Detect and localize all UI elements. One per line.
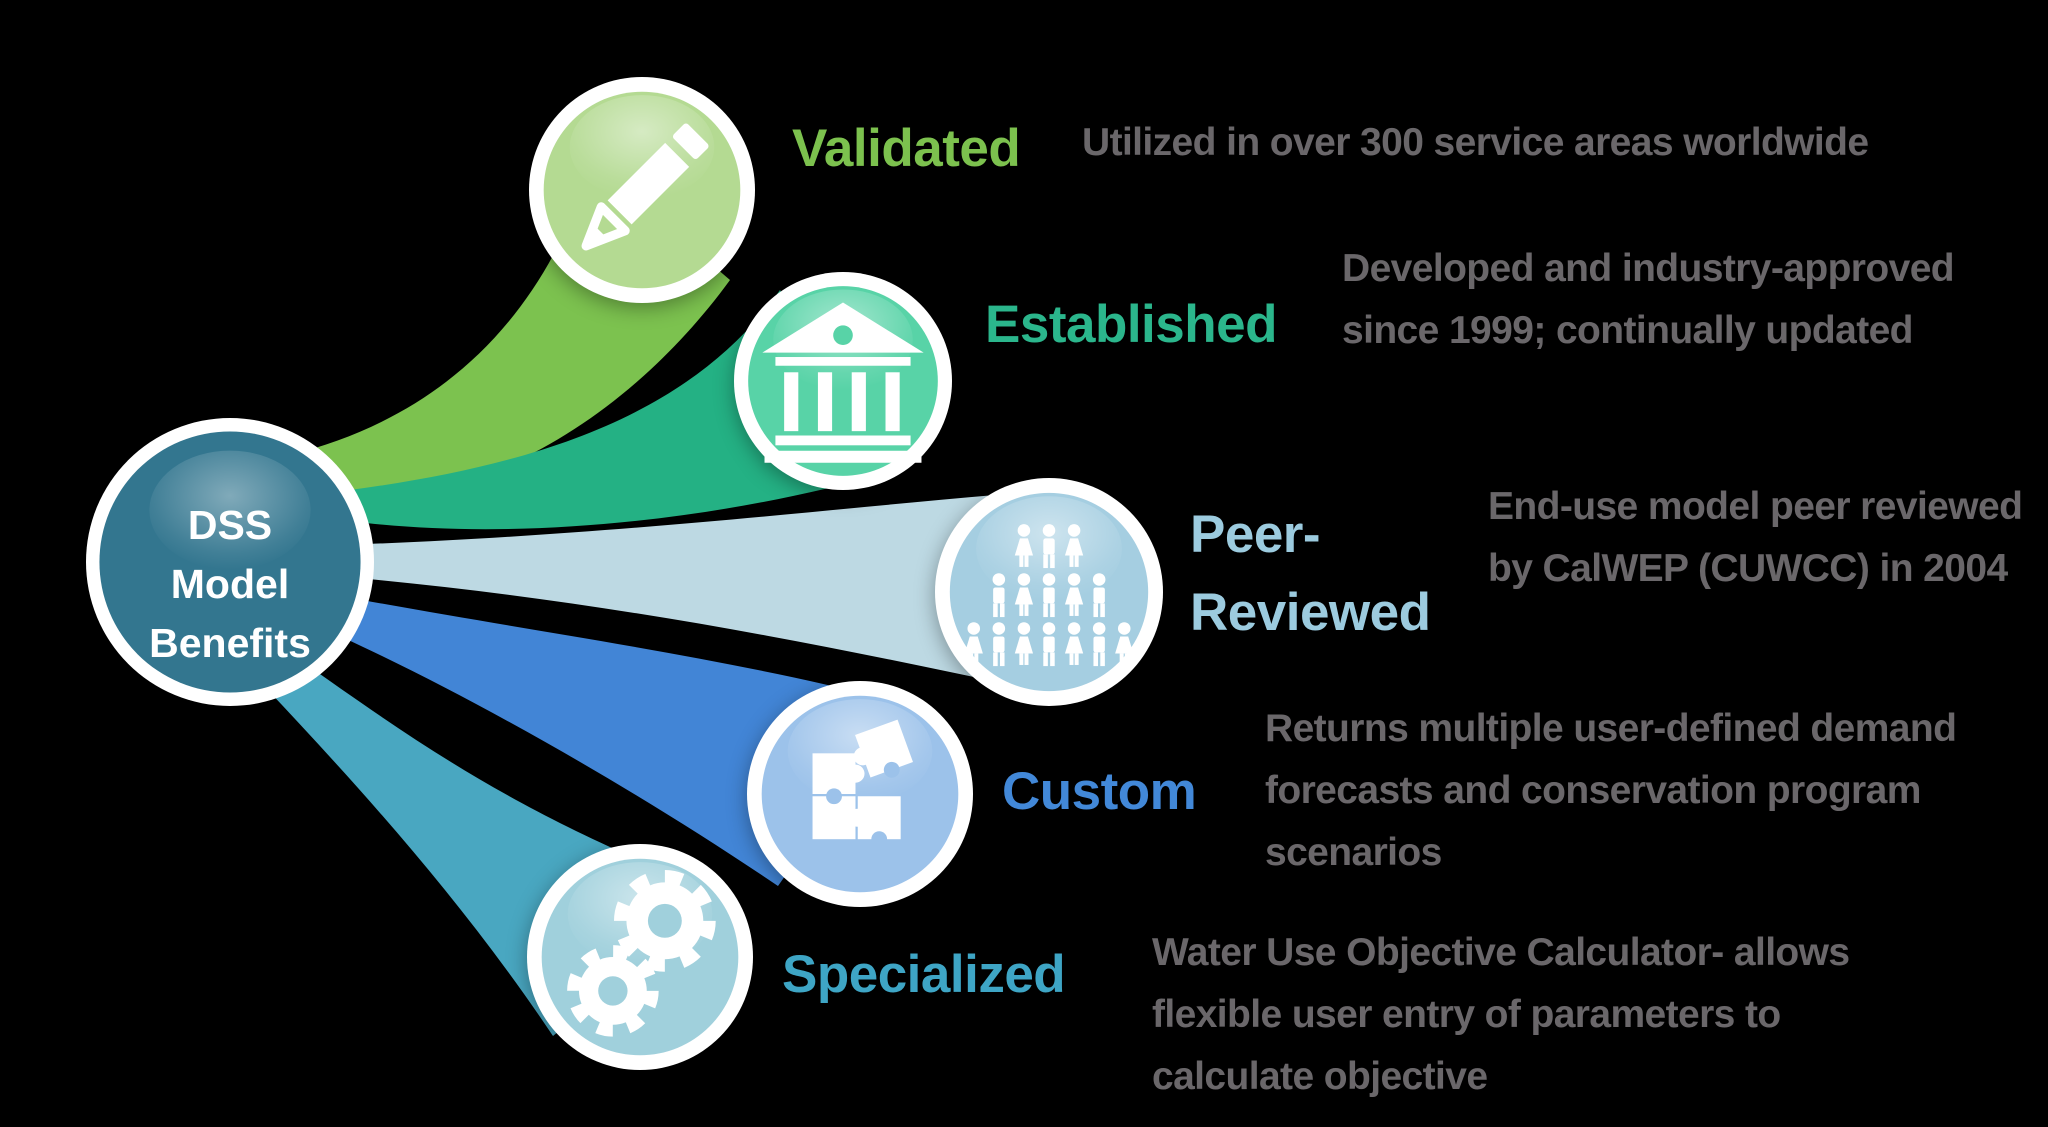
desc-custom: Returns multiple user-defined demand for… [1265, 707, 1957, 874]
puzzle-icon [812, 719, 913, 848]
desc-specialized: Water Use Objective Calculator- allows f… [1152, 931, 1850, 1098]
desc-peer-reviewed: End-use model peer reviewed by CalWEP (C… [1488, 485, 2023, 590]
desc-established: Developed and industry-approved since 19… [1342, 247, 1955, 352]
validated-bubble [529, 77, 755, 303]
label-peer-reviewed: Peer- Reviewed [1190, 505, 1431, 642]
established-bubble [734, 272, 952, 490]
pencil-icon [581, 123, 709, 251]
label-validated: Validated [792, 119, 1021, 178]
center-hub: DSS Model Benefits [86, 418, 374, 706]
specialized-bubble [527, 844, 753, 1070]
desc-validated: Utilized in over 300 service areas world… [1082, 121, 1869, 164]
bank-icon [762, 302, 924, 463]
center-title: DSS Model Benefits [149, 501, 311, 666]
gears-icon [567, 869, 716, 1037]
ribbon-peer-reviewed [368, 495, 1016, 686]
label-established: Established [985, 295, 1277, 354]
custom-bubble [747, 681, 973, 907]
label-custom: Custom [1002, 762, 1197, 821]
label-specialized: Specialized [782, 945, 1066, 1004]
peer-reviewed-bubble [935, 478, 1163, 706]
